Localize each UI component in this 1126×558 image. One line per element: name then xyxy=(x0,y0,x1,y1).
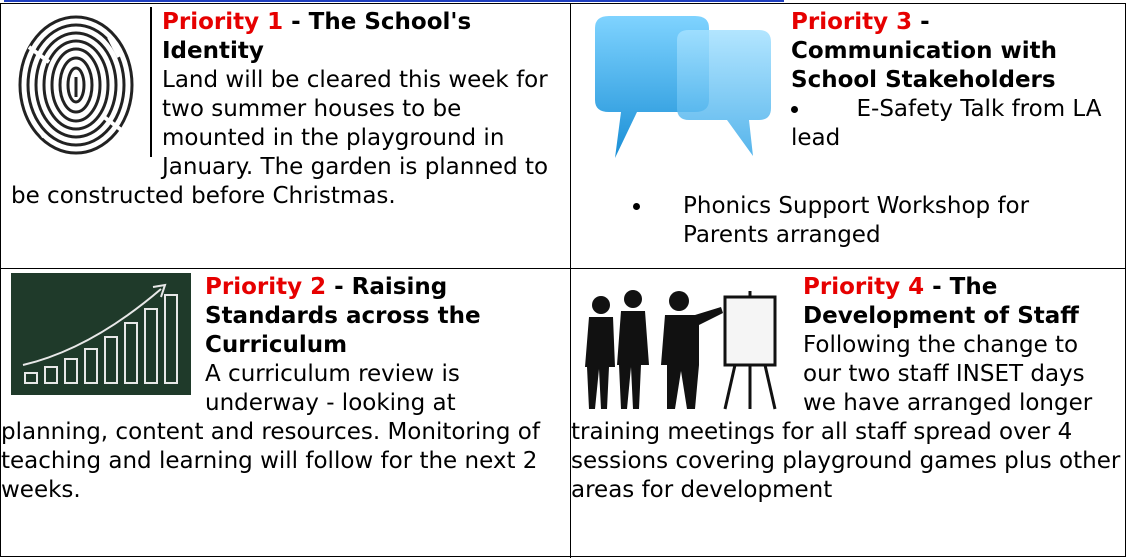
priority-3-label: Priority 3 xyxy=(791,9,913,35)
bullet-icon xyxy=(633,203,640,210)
priority-3-bullet-list-2: Phonics Support Workshop for Parents arr… xyxy=(633,192,1103,250)
priority-2-title: - Raising Standards across the Curriculu… xyxy=(205,274,481,358)
priority-4-title: - The Development of Staff xyxy=(803,274,1079,329)
priority-1-text: Priority 1 - The School's Identity Land … xyxy=(1,4,570,211)
fingerprint-icon xyxy=(9,7,152,157)
priority-1-cell: Priority 1 - The School's Identity Land … xyxy=(1,4,571,269)
priority-1-label: Priority 1 xyxy=(162,9,284,35)
speech-bubbles-icon xyxy=(585,8,775,165)
priority-4-cell: Priority 4 - The Development of Staff Fo… xyxy=(571,269,1126,558)
priority-2-label: Priority 2 xyxy=(205,274,327,300)
priority-2-body: A curriculum review is underway - lookin… xyxy=(1,361,540,503)
presentation-silhouettes-icon xyxy=(575,287,785,412)
priority-2-cell: Priority 2 - Raising Standards across th… xyxy=(1,269,571,558)
top-rule xyxy=(4,0,784,2)
priority-4-text: Priority 4 - The Development of Staff Fo… xyxy=(571,269,1126,505)
priority-4-label: Priority 4 xyxy=(803,274,925,300)
list-item: Phonics Support Workshop for Parents arr… xyxy=(633,192,1103,250)
chalkboard-growth-chart-icon xyxy=(11,273,191,395)
priority-3-text: Priority 3 - Communication with School S… xyxy=(571,4,1126,153)
priorities-table: Priority 1 - The School's Identity Land … xyxy=(0,3,1126,558)
bullet-text: E-Safety Talk from LA lead xyxy=(791,96,1102,151)
priority-2-text: Priority 2 - Raising Standards across th… xyxy=(1,269,570,505)
priority-1-body: Land will be cleared this week for two s… xyxy=(11,67,549,209)
priority-3-cell: Priority 3 - Communication with School S… xyxy=(571,4,1126,269)
priority-3-bullet-list: E-Safety Talk from LA lead xyxy=(571,95,1119,153)
priority-1-title: - The School's Identity xyxy=(162,9,472,64)
list-item: E-Safety Talk from LA lead xyxy=(571,95,1119,153)
bullet-icon xyxy=(791,106,798,113)
priority-4-body: Following the change to our two staff IN… xyxy=(571,332,1121,503)
priority-3-title: - Communication with School Stakeholders xyxy=(791,9,1057,93)
bullet-text: Phonics Support Workshop for Parents arr… xyxy=(683,193,1030,248)
